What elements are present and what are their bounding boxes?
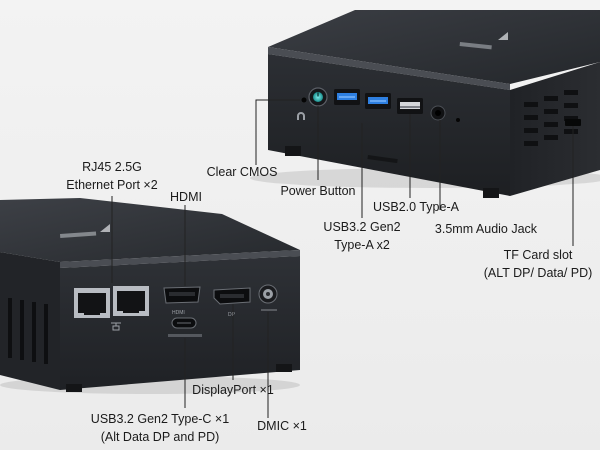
- dp-marking: DP: [228, 312, 236, 318]
- tf-card-slot: [565, 119, 581, 126]
- clear-cmos-hole: [301, 97, 307, 103]
- rj45-port-2: [113, 286, 149, 316]
- hdmi-port: [163, 286, 201, 304]
- top-panel: [0, 198, 300, 262]
- top-panel: [268, 10, 600, 84]
- dmic-port: [258, 284, 278, 304]
- mini-pc-front-view: [250, 10, 600, 198]
- displayport-label: DisplayPort ×1: [192, 383, 274, 397]
- rj45-label: RJ45 2.5G Ethernet Port ×2: [66, 160, 158, 192]
- usb32-a-port-1: [334, 89, 360, 105]
- clear-cmos-label: Clear CMOS: [206, 165, 278, 179]
- usb32-a-label: USB3.2 Gen2 Type-A x2: [323, 220, 401, 252]
- usb32-a-port-2: [365, 93, 391, 109]
- power-button-label: Power Button: [280, 184, 356, 198]
- usb20-a-label: USB2.0 Type-A: [373, 200, 459, 214]
- displayport-port: [213, 287, 251, 305]
- rj45-port-1: [74, 288, 110, 318]
- mini-pc-rear-view: HDMI DP: [0, 198, 300, 394]
- usb-c-label: USB3.2 Gen2 Type-C ×1 (Alt Data DP and P…: [90, 412, 230, 444]
- hdmi-label: HDMI: [170, 190, 202, 204]
- usb-c-port: [171, 317, 197, 329]
- front-face: [268, 54, 510, 196]
- tf-card-label: TF Card slot (ALT DP/ Data/ PD): [483, 248, 593, 280]
- clear-cmos-leader: [255, 99, 300, 165]
- side-face: [510, 62, 600, 196]
- dmic-label: DMIC ×1: [257, 419, 307, 433]
- usb20-a-port: [397, 98, 423, 114]
- hdmi-marking: HDMI: [172, 310, 185, 316]
- audio-jack-label: 3.5mm Audio Jack: [434, 222, 538, 236]
